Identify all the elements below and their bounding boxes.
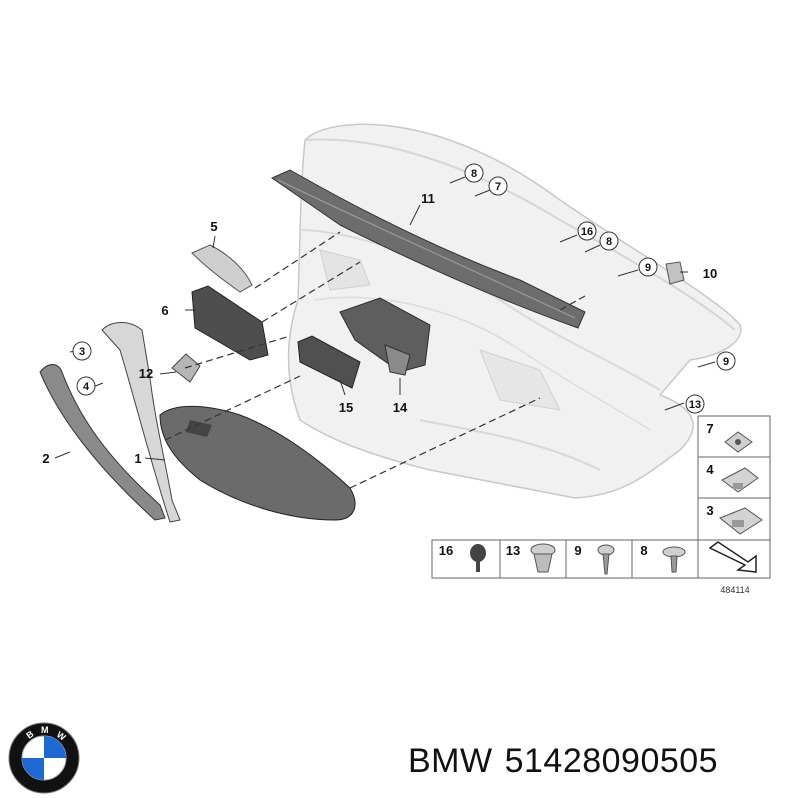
svg-text:7: 7 (706, 421, 713, 436)
callout-13: 13 (685, 394, 705, 414)
speaker-cover (191, 244, 253, 293)
callout-5: 5 (210, 219, 217, 234)
callout-9-top: 9 (638, 257, 658, 277)
expanding-rivet-icon (470, 544, 486, 572)
part-caption: BMW 51428090505 (408, 742, 718, 781)
callout-8-mid: 8 (599, 231, 619, 251)
svg-text:9: 9 (645, 262, 651, 274)
callout-3: 3 (72, 341, 92, 361)
svg-text:3: 3 (706, 503, 713, 518)
clip-bracket-icon (719, 507, 763, 535)
callout-10: 10 (703, 266, 717, 281)
svg-text:16: 16 (439, 543, 453, 558)
svg-text:4: 4 (706, 462, 714, 477)
armrest-pad (159, 405, 356, 521)
svg-text:M: M (41, 725, 49, 735)
pushnut-icon (724, 431, 753, 453)
callout-12: 12 (139, 366, 153, 381)
part-number: 51428090505 (504, 742, 719, 780)
callout-11: 11 (421, 191, 435, 206)
callout-1: 1 (134, 451, 141, 466)
callout-4: 4 (76, 376, 96, 396)
svg-text:14: 14 (393, 400, 408, 415)
svg-text:8: 8 (471, 168, 477, 180)
fastener-legend-bottom: 16 13 9 8 (431, 539, 771, 579)
svg-text:11: 11 (421, 191, 435, 206)
svg-text:12: 12 (139, 366, 153, 381)
door-handle-insert (339, 297, 431, 376)
svg-text:13: 13 (689, 399, 701, 411)
callout-14: 14 (393, 400, 408, 415)
clip-bracket-icon (721, 467, 759, 493)
svg-text:6: 6 (161, 303, 168, 318)
screw-icon (597, 544, 615, 575)
callout-15: 15 (339, 400, 353, 415)
callout-2: 2 (42, 451, 49, 466)
section-arrow-icon (708, 541, 757, 573)
handle-trim-strip (101, 322, 181, 523)
svg-text:1: 1 (134, 451, 141, 466)
svg-text:4: 4 (83, 381, 90, 393)
assembly-lines (164, 231, 586, 489)
clip-part (665, 261, 685, 285)
svg-text:9: 9 (723, 356, 729, 368)
svg-text:2: 2 (42, 451, 49, 466)
svg-text:3: 3 (79, 346, 85, 358)
svg-text:8: 8 (640, 543, 647, 558)
bmw-logo: B M W (8, 722, 80, 794)
panel-clip-icon (530, 543, 556, 573)
callout-9-bottom: 9 (716, 351, 736, 371)
diagram-reference-number: 484114 (720, 585, 749, 595)
svg-text:7: 7 (495, 181, 501, 193)
leader-lines (54, 176, 716, 461)
fastener-legend-right: 7 4 3 (697, 415, 771, 541)
svg-text:13: 13 (506, 543, 520, 558)
grille-panel (191, 285, 269, 361)
svg-text:B: B (24, 728, 35, 740)
armrest-trim-strip (39, 364, 166, 521)
armrest-trim-strip (270, 169, 586, 329)
svg-text:16: 16 (581, 226, 593, 238)
callout-8-top: 8 (464, 163, 484, 183)
flange-screw-icon (662, 546, 686, 573)
svg-text:8: 8 (606, 236, 612, 248)
svg-text:5: 5 (210, 219, 217, 234)
svg-text:15: 15 (339, 400, 353, 415)
svg-text:10: 10 (703, 266, 717, 281)
brand-name: BMW (408, 742, 493, 780)
door-trim-panel (287, 123, 742, 499)
svg-text:9: 9 (574, 543, 581, 558)
callout-7: 7 (488, 176, 508, 196)
callout-16: 16 (577, 221, 597, 241)
storage-tray (297, 335, 361, 389)
callout-6: 6 (161, 303, 168, 318)
